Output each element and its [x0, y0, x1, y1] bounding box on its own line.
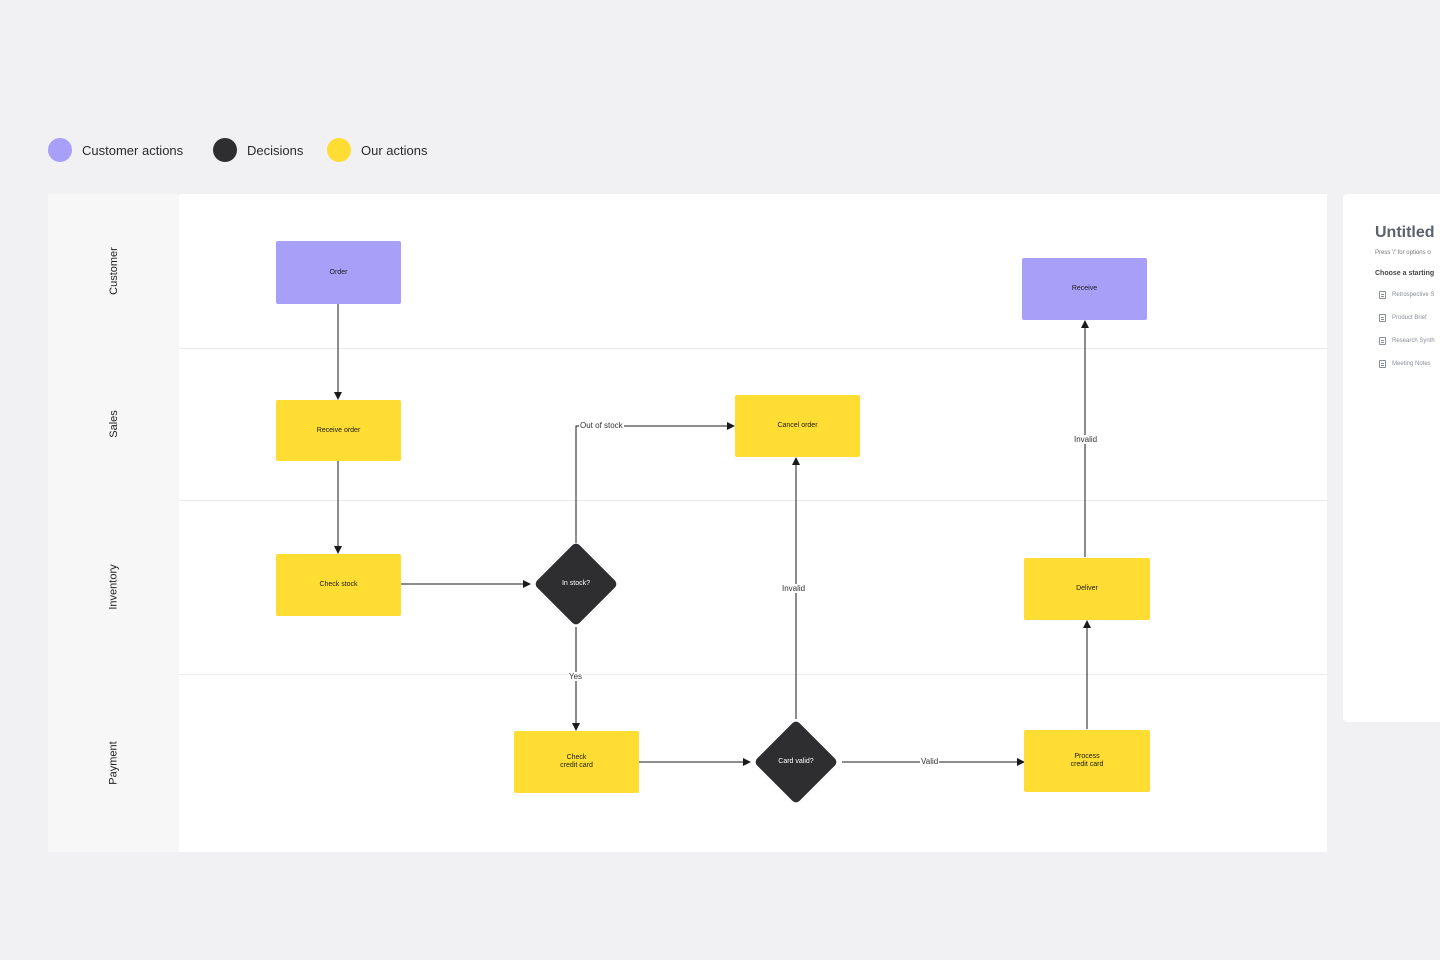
lane-label: Inventory	[107, 564, 120, 610]
document-icon	[1379, 291, 1386, 299]
node-check-credit-card[interactable]: Check credit card	[514, 731, 639, 793]
legend-label: Our actions	[361, 142, 428, 158]
edge-label-valid: Valid	[920, 757, 940, 766]
template-label: Product Brief	[1392, 315, 1427, 321]
doc-side-panel[interactable]: Untitled Press '/' for options o Choose …	[1343, 194, 1440, 722]
template-item[interactable]: Meeting Notes	[1379, 359, 1431, 369]
legend-item-decisions: Decisions	[213, 138, 303, 162]
decision-in-stock-label: In stock?	[561, 580, 590, 587]
our-actions-swatch	[327, 138, 351, 162]
lane-customer: Customer	[48, 194, 179, 348]
lane-payment: Payment	[48, 674, 179, 852]
decisions-swatch	[213, 138, 237, 162]
legend: Customer actions Decisions Our actions	[40, 130, 444, 172]
lane-divider	[179, 348, 1327, 349]
node-check-stock[interactable]: Check stock	[276, 554, 401, 616]
legend-label: Customer actions	[82, 142, 184, 158]
decision-card-valid-label: Card valid?	[778, 758, 814, 765]
doc-hint: Press '/' for options o	[1375, 250, 1431, 256]
template-label: Retrospective S	[1392, 292, 1435, 298]
node-order[interactable]: Order	[276, 241, 401, 304]
node-receive[interactable]: Receive	[1022, 258, 1147, 320]
choose-template-heading: Choose a starting	[1375, 270, 1435, 277]
template-label: Research Synth	[1392, 338, 1435, 344]
legend-item-our-actions: Our actions	[327, 138, 427, 162]
lane-divider	[179, 674, 1327, 675]
node-process-credit-card[interactable]: Process credit card	[1024, 730, 1150, 792]
template-item[interactable]: Research Synth	[1379, 336, 1435, 346]
document-icon	[1379, 314, 1386, 322]
node-cancel-order[interactable]: Cancel order	[735, 395, 860, 457]
node-deliver[interactable]: Deliver	[1024, 558, 1150, 620]
node-receive-order[interactable]: Receive order	[276, 400, 401, 461]
lane-header-column	[48, 194, 179, 852]
lane-label: Payment	[107, 741, 120, 785]
edge-label-out-of-stock: Out of stock	[579, 421, 624, 430]
legend-item-customer-actions: Customer actions	[48, 138, 183, 162]
template-item[interactable]: Product Brief	[1379, 313, 1427, 323]
legend-label: Decisions	[247, 142, 304, 158]
customer-actions-swatch	[48, 138, 72, 162]
edge-label-yes: Yes	[568, 672, 584, 681]
document-icon	[1379, 337, 1386, 345]
lane-label: Sales	[107, 410, 120, 438]
template-label: Meeting Notes	[1392, 361, 1431, 367]
document-icon	[1379, 360, 1386, 368]
doc-title[interactable]: Untitled	[1375, 224, 1435, 241]
template-item[interactable]: Retrospective S	[1379, 290, 1434, 300]
lane-sales: Sales	[48, 348, 179, 500]
lane-inventory: Inventory	[48, 500, 179, 674]
lane-label: Customer	[107, 247, 120, 295]
lane-divider	[179, 500, 1327, 501]
edge-label-invalid-top: Invalid	[1073, 435, 1099, 444]
edge-label-invalid-card: Invalid	[781, 584, 807, 593]
